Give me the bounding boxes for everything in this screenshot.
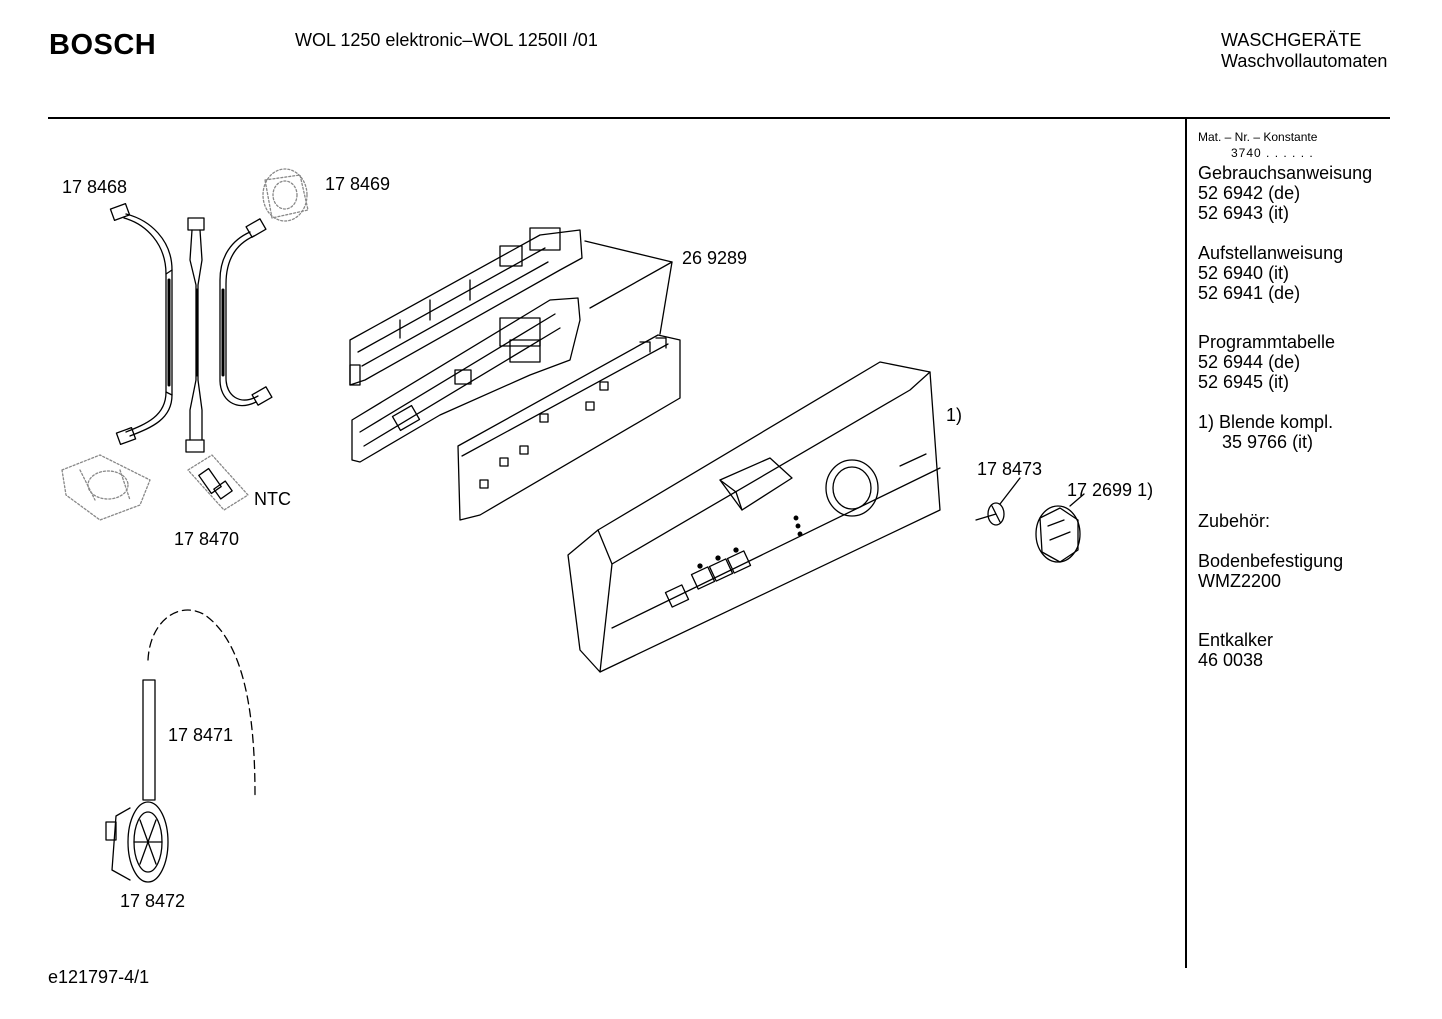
floor-mount-line: WMZ2200 (1198, 571, 1282, 591)
accessories-title: Zubehör: (1198, 511, 1271, 531)
pressure-hose (142, 609, 256, 801)
manual-line: 52 6942 (de) (1198, 183, 1301, 203)
part-label-178472: 17 8472 (120, 891, 186, 911)
program-table-line: 52 6945 (it) (1198, 372, 1290, 392)
part-label-269289: 26 9289 (682, 248, 748, 268)
descaler-title: Entkalker (1198, 630, 1274, 650)
wire-harness-middle (185, 217, 205, 453)
wire-harness-178468 (109, 202, 173, 446)
program-table-line: 52 6944 (de) (1198, 352, 1301, 372)
part-label-note1: 1) (946, 405, 963, 425)
installation-title: Aufstellanweisung (1198, 243, 1344, 263)
part-label-178470: 17 8470 (174, 529, 240, 549)
part-label-178469: 17 8469 (325, 174, 391, 194)
header-divider (48, 117, 1390, 119)
front-panel (567, 361, 941, 673)
installation-line: 52 6940 (it) (1198, 263, 1290, 283)
control-module-lower (351, 297, 581, 463)
mat-number-value: 3740 . . . . . . (1231, 146, 1314, 160)
manual-title: Gebrauchsanweisung (1198, 163, 1373, 183)
descaler-section: Entkalker 46 0038 (1198, 630, 1273, 670)
category-subtitle: Waschvollautomaten (1221, 51, 1388, 71)
manual-section: Gebrauchsanweisung 52 6942 (de) 52 6943 … (1198, 163, 1372, 223)
descaler-line: 46 0038 (1198, 650, 1264, 670)
knob-172699 (1035, 493, 1085, 563)
document-id: e121797-4/1 (48, 967, 150, 987)
circuit-board (457, 334, 681, 521)
control-module-upper (349, 227, 583, 386)
part-label-178471: 17 8471 (168, 725, 234, 745)
floor-mount-section: Bodenbefestigung WMZ2200 (1198, 551, 1343, 591)
ghost-part-top (262, 168, 309, 222)
category-title: WASCHGERÄTE (1221, 30, 1362, 50)
part-label-172699: 17 2699 1) (1067, 480, 1154, 500)
brand-logo: BOSCH (49, 29, 157, 61)
sidebar-divider (1185, 118, 1187, 968)
part-label-178468: 17 8468 (62, 177, 128, 197)
model-title: WOL 1250 elektronic–WOL 1250II /01 (295, 30, 598, 50)
screw-178473 (975, 477, 1021, 526)
program-table-section: Programmtabelle 52 6944 (de) 52 6945 (it… (1198, 332, 1335, 392)
panel-section: 1) Blende kompl. 35 9766 (it) (1198, 412, 1333, 452)
wire-harness-right (219, 218, 273, 407)
part-label-178473: 17 8473 (977, 459, 1043, 479)
floor-mount-title: Bodenbefestigung (1198, 551, 1344, 571)
pressure-switch-178472 (105, 801, 169, 883)
ntc-sensor (187, 454, 249, 511)
part-label-ntc: NTC (254, 489, 291, 509)
panel-line: 35 9766 (it) (1222, 432, 1314, 452)
panel-title: 1) Blende kompl. (1198, 412, 1334, 432)
installation-line: 52 6941 (de) (1198, 283, 1301, 303)
installation-section: Aufstellanweisung 52 6940 (it) 52 6941 (… (1198, 243, 1343, 303)
program-table-title: Programmtabelle (1198, 332, 1336, 352)
mat-number-header: Mat. – Nr. – Konstante (1198, 130, 1318, 144)
leader-lines-269289 (584, 240, 673, 335)
ghost-part-bottom (61, 454, 151, 521)
manual-line: 52 6943 (it) (1198, 203, 1290, 223)
